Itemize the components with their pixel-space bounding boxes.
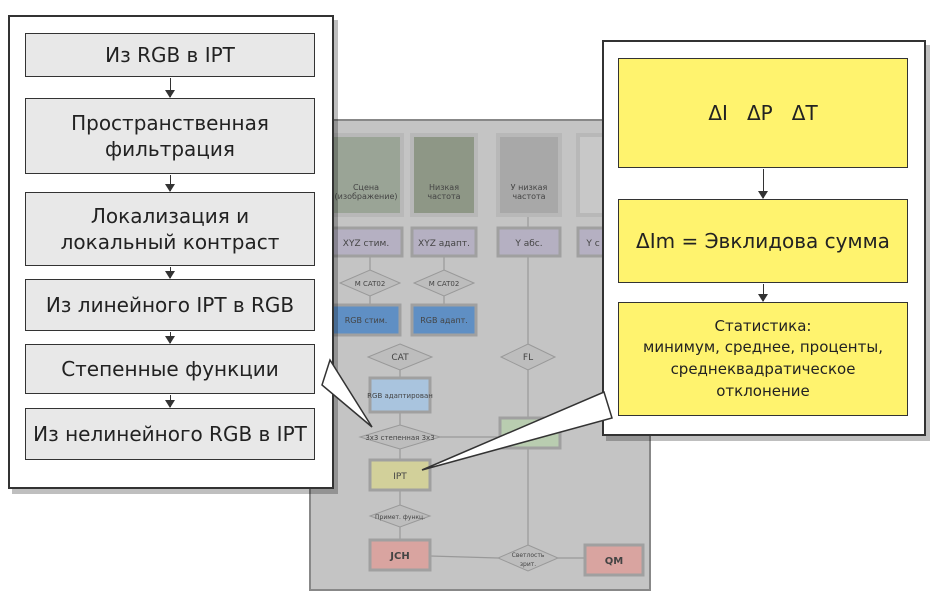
rgb-label-1: RGB адапт. — [420, 316, 468, 325]
image-label-2: У низкая — [511, 183, 548, 192]
step-arrow — [165, 175, 175, 192]
delta-components-box: ΔI ΔP ΔT — [618, 58, 908, 168]
right-callout: ΔI ΔP ΔT ΔIm = Эвклидова сумма Статистик… — [602, 40, 926, 436]
image-label-1: Низкая — [429, 183, 459, 192]
jch-box — [368, 538, 432, 572]
step-nonlinear-rgb-to-ipt: Из нелинейного RGB в IPT — [25, 408, 315, 460]
mcat-label-0: M CAT02 — [355, 280, 386, 288]
step-arrow — [165, 332, 175, 344]
mcat-label-1: M CAT02 — [429, 280, 460, 288]
image-label-2-line: частота — [512, 192, 545, 201]
ipt-label: IPT — [393, 472, 407, 482]
svg-text:Сцена(изображение): Сцена(изображение) — [335, 183, 398, 201]
step-rgb-to-ipt: Из RGB в IPT — [25, 33, 315, 77]
cat-diamond — [366, 343, 434, 371]
right-arrow — [758, 284, 768, 302]
left-callout: Из RGB в IPT Пространственная фильтрация… — [8, 15, 334, 489]
step-linear-ipt-to-rgb: Из линейного IPT в RGB — [25, 279, 315, 331]
rgb-label-0: RGB стим. — [345, 316, 388, 325]
rgb-adapted-label: RGB адаптирован — [367, 392, 433, 400]
fl-diamond — [499, 343, 557, 371]
qm-label: QM — [605, 556, 624, 567]
lightness-label: Светлость — [512, 552, 545, 559]
step-arrow — [165, 78, 175, 98]
image-label-0: Сцена — [353, 183, 379, 192]
xyz-label-0: XYZ стим. — [343, 239, 389, 249]
green-box — [498, 416, 562, 450]
power-diamond — [368, 504, 432, 528]
cat-label: CAT — [391, 353, 409, 363]
step-localization-contrast: Локализация и локальный контраст — [25, 192, 315, 266]
euclidean-sum-box: ΔIm = Эвклидова сумма — [618, 199, 908, 283]
step-power-functions: Степенные функции — [25, 344, 315, 394]
rgb-adapted-box — [368, 376, 432, 414]
qm-box — [583, 543, 645, 577]
power-label: Примет. функц. — [375, 514, 425, 521]
xyz-label-1: XYZ адапт. — [418, 239, 470, 249]
mcat-diamonds: M CAT02 M CAT02 — [338, 269, 476, 297]
xyz-label-2: Y абс. — [514, 239, 542, 249]
statistics-box: Статистика: минимум, среднее, проценты, … — [618, 302, 908, 416]
jch-label: JCH — [389, 551, 409, 562]
fl-label: FL — [523, 353, 533, 363]
image-label-0-line: (изображение) — [335, 192, 398, 201]
step-arrow — [165, 267, 175, 279]
lightness-diamond — [496, 544, 560, 572]
rgb-row: RGB стим. RGB адапт. — [330, 303, 478, 337]
step-arrow — [165, 395, 175, 408]
step-spatial-filtering: Пространственная фильтрация — [25, 98, 315, 174]
matrix-label: 3x3 степенная 3x3 — [365, 434, 434, 442]
right-arrow — [758, 169, 768, 199]
image-label-1-line: частота — [427, 192, 460, 201]
lightness-label-line: зрит. — [520, 561, 536, 568]
xyz-label-3: Y с — [585, 239, 599, 249]
ipt-box — [368, 458, 432, 492]
